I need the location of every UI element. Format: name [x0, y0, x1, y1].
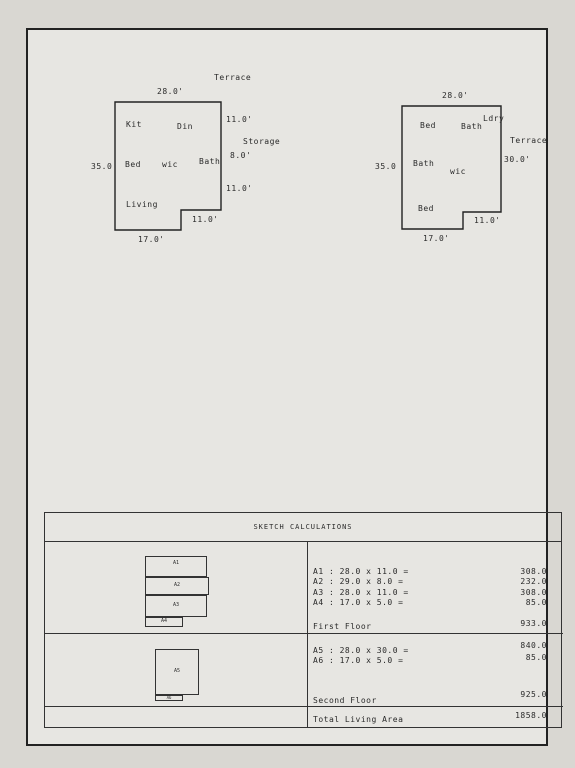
plan2-terrace-label: Terrace: [510, 136, 548, 145]
first-floor-row-a1: A1 : 28.0 x 11.0 =: [313, 567, 409, 576]
second-floor-value-a5: 840.0: [520, 641, 547, 650]
second-floor-sketch-a5: A5: [155, 649, 199, 695]
plan1-din-label: Din: [177, 122, 193, 131]
plan2-width-top: 28.0': [442, 91, 469, 100]
first-floor-sketch-a3: A3: [145, 595, 207, 617]
plan1-dim-notch: 11.0': [192, 215, 219, 224]
first-floor-sketch-a1: A1: [145, 556, 207, 577]
first-floor-row-a3: A3 : 28.0 x 11.0 =: [313, 588, 409, 597]
first-floor-row-a2: A2 : 29.0 x 8.0 =: [313, 577, 404, 586]
first-floor-sketch-a4: A4: [145, 617, 183, 627]
plan1-wic-label: wic: [162, 160, 178, 169]
plan2-dim-right: 30.0': [504, 155, 531, 164]
total-living-area-value: 1858.0: [515, 711, 547, 720]
second-floor-row-a5: A5 : 28.0 x 30.0 =: [313, 646, 409, 655]
plan2-bed-top-label: Bed: [420, 121, 436, 130]
plan2-dim-notch: 11.0': [474, 216, 501, 225]
first-floor-value-a4: 85.0: [525, 598, 547, 607]
second-floor-value-a6: 85.0: [525, 653, 547, 662]
plan2-bath-label: Bath: [413, 159, 435, 168]
second-floor-total: 925.0: [520, 690, 547, 699]
first-floor-name: First Floor: [313, 622, 372, 631]
total-living-area-label: Total Living Area: [313, 715, 404, 724]
plan1-dim-right-top: 11.0': [226, 115, 253, 124]
plan1-living-label: Living: [126, 200, 158, 209]
plan1-storage-label: Storage: [243, 137, 281, 146]
plan2-bath-top-label: Bath: [461, 122, 483, 131]
first-floor-row-a4: A4 : 17.0 x 5.0 =: [313, 598, 404, 607]
second-floor-name: Second Floor: [313, 696, 377, 705]
sketch-page: [26, 28, 548, 746]
plan1-dim-right-low: 11.0': [226, 184, 253, 193]
calc-column-divider: [307, 541, 308, 727]
box-label-a5: A5: [173, 668, 181, 674]
calc-title: SKETCH CALCULATIONS: [45, 513, 561, 542]
plan2-ldry-label: Ldry: [483, 114, 505, 123]
plan1-dim-left: 35.0: [91, 162, 113, 171]
first-floor-divider: [45, 633, 563, 634]
box-label-a6: A6: [166, 695, 172, 700]
sketch-calculations-table: SKETCH CALCULATIONS A1 A2 A3 A4 A1 : 28.…: [44, 512, 563, 728]
box-label-a4: A4: [160, 618, 168, 624]
second-floor-row-a6: A6 : 17.0 x 5.0 =: [313, 656, 404, 665]
first-floor-total: 933.0: [520, 619, 547, 628]
plan1-kit-label: Kit: [126, 120, 142, 129]
plan2-wic-label: wic: [450, 167, 466, 176]
box-label-a1: A1: [172, 560, 180, 566]
plan2-bed-bottom-label: Bed: [418, 204, 434, 213]
first-floor-sketch-a2: A2: [145, 577, 209, 595]
plan1-bath-label: Bath: [199, 157, 221, 166]
box-label-a2: A2: [173, 582, 181, 588]
box-label-a3: A3: [172, 602, 180, 608]
second-floor-sketch-a6: A6: [155, 695, 183, 701]
second-floor-divider: [45, 706, 563, 707]
first-floor-value-a3: 308.0: [520, 588, 547, 597]
first-floor-value-a2: 232.0: [520, 577, 547, 586]
plan2-dim-left: 35.0: [375, 162, 397, 171]
plan1-dim-right-mid: 8.0': [230, 151, 252, 160]
plan1-width-bottom: 17.0': [138, 235, 165, 244]
plan1-bed-label: Bed: [125, 160, 141, 169]
plan2-width-bottom: 17.0': [423, 234, 450, 243]
first-floor-value-a1: 308.0: [520, 567, 547, 576]
plan1-width-top: 28.0': [157, 87, 184, 96]
plan1-terrace-label: Terrace: [214, 73, 252, 82]
